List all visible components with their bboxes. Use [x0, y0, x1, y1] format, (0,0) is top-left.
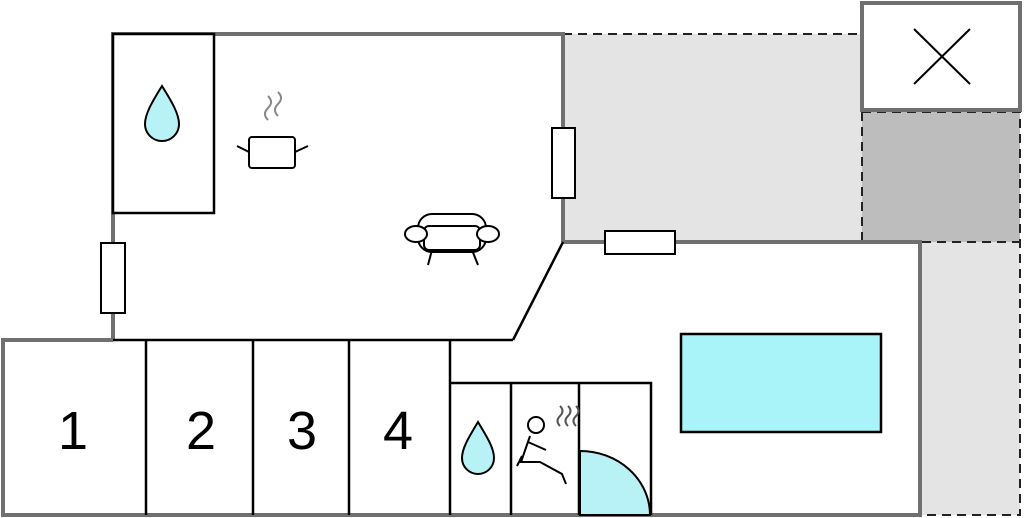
lower-wall — [1, 240, 922, 517]
sofa-icon — [404, 213, 500, 266]
room-number-1: 1 — [58, 401, 88, 461]
water-drop-icon — [460, 420, 496, 475]
living-room-diagonal-wall — [511, 241, 565, 341]
room-number-2: 2 — [186, 401, 216, 461]
close-x-icon — [860, 1, 1022, 112]
window-right — [551, 127, 576, 199]
window-bottom — [604, 230, 676, 255]
window-left — [100, 242, 126, 314]
sauna-icon — [516, 405, 580, 485]
bath-sauna-block — [450, 381, 653, 515]
water-drop-icon — [143, 84, 181, 142]
terrace-dashed-border — [563, 33, 1021, 516]
door-swing-icon — [579, 449, 652, 516]
room-number-3: 3 — [287, 401, 317, 461]
cooking-pot-icon — [236, 91, 309, 169]
pool-icon — [679, 332, 883, 434]
covered-area — [862, 112, 1020, 242]
room-number-4: 4 — [383, 401, 413, 461]
